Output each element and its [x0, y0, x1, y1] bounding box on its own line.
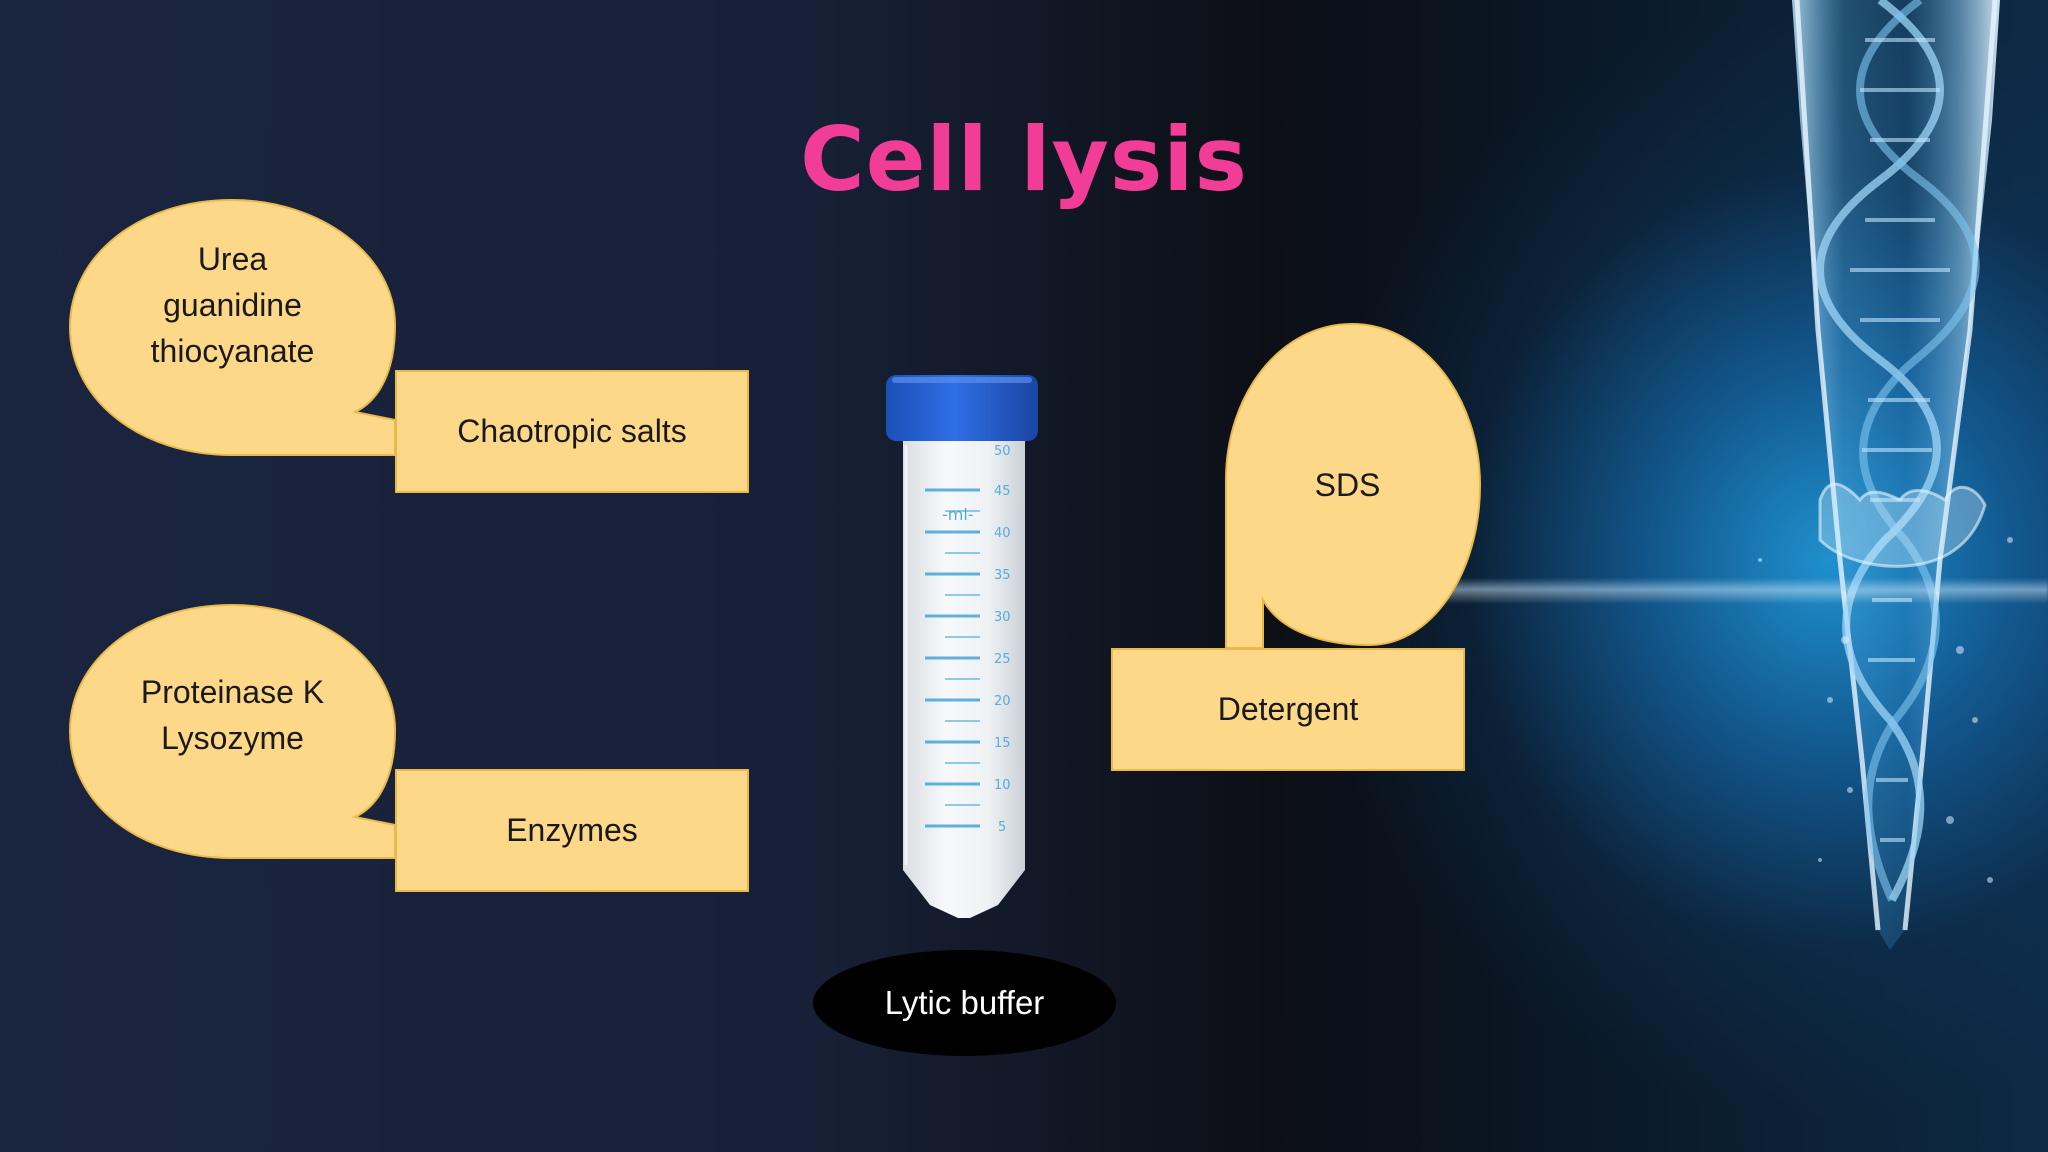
tube-mark: 5: [998, 820, 1006, 835]
label-text: Chaotropic salts: [457, 413, 687, 449]
tube-mark: 20: [994, 694, 1011, 709]
bubble-line: SDS: [1314, 467, 1381, 503]
label-enzymes: Enzymes: [395, 769, 749, 892]
bubble-detergent: [1225, 322, 1482, 649]
water-surface: [1440, 578, 2048, 604]
tube-mark: 35: [994, 568, 1011, 583]
tube-cap-label: -ml-: [942, 505, 974, 524]
bubble-line: Lysozyme: [161, 720, 304, 756]
label-chaotropic-salts: Chaotropic salts: [395, 370, 749, 493]
page-title: Cell lysis: [800, 108, 1248, 211]
bubble-line: Proteinase K: [140, 674, 325, 710]
bubble-text-detergent: SDS: [1275, 460, 1420, 510]
lytic-buffer-text: Lytic buffer: [884, 984, 1045, 1021]
bubble-line: thiocyanate: [150, 333, 315, 369]
label-detergent: Detergent: [1111, 648, 1465, 771]
label-text: Enzymes: [506, 812, 638, 848]
label-text: Detergent: [1217, 691, 1359, 727]
tube-mark: 25: [994, 652, 1011, 667]
tube-mark: 10: [994, 778, 1011, 793]
lytic-buffer-label: Lytic buffer: [813, 950, 1116, 1056]
bubble-text-chaotropic: Urea guanidine thiocyanate: [100, 235, 365, 375]
tube-mark: 30: [994, 610, 1011, 625]
bubble-enzymes: [68, 603, 397, 859]
bubble-text-enzymes: Proteinase K Lysozyme: [100, 660, 365, 770]
bubble-line: guanidine: [163, 287, 302, 323]
tube-mark: 45: [994, 484, 1011, 499]
tube-mark: 15: [994, 736, 1011, 751]
tube-mark: 40: [994, 526, 1011, 541]
tube-mark: 50: [994, 444, 1011, 459]
bubble-line: Urea: [197, 241, 268, 277]
bubble-chaotropic: [68, 198, 397, 456]
